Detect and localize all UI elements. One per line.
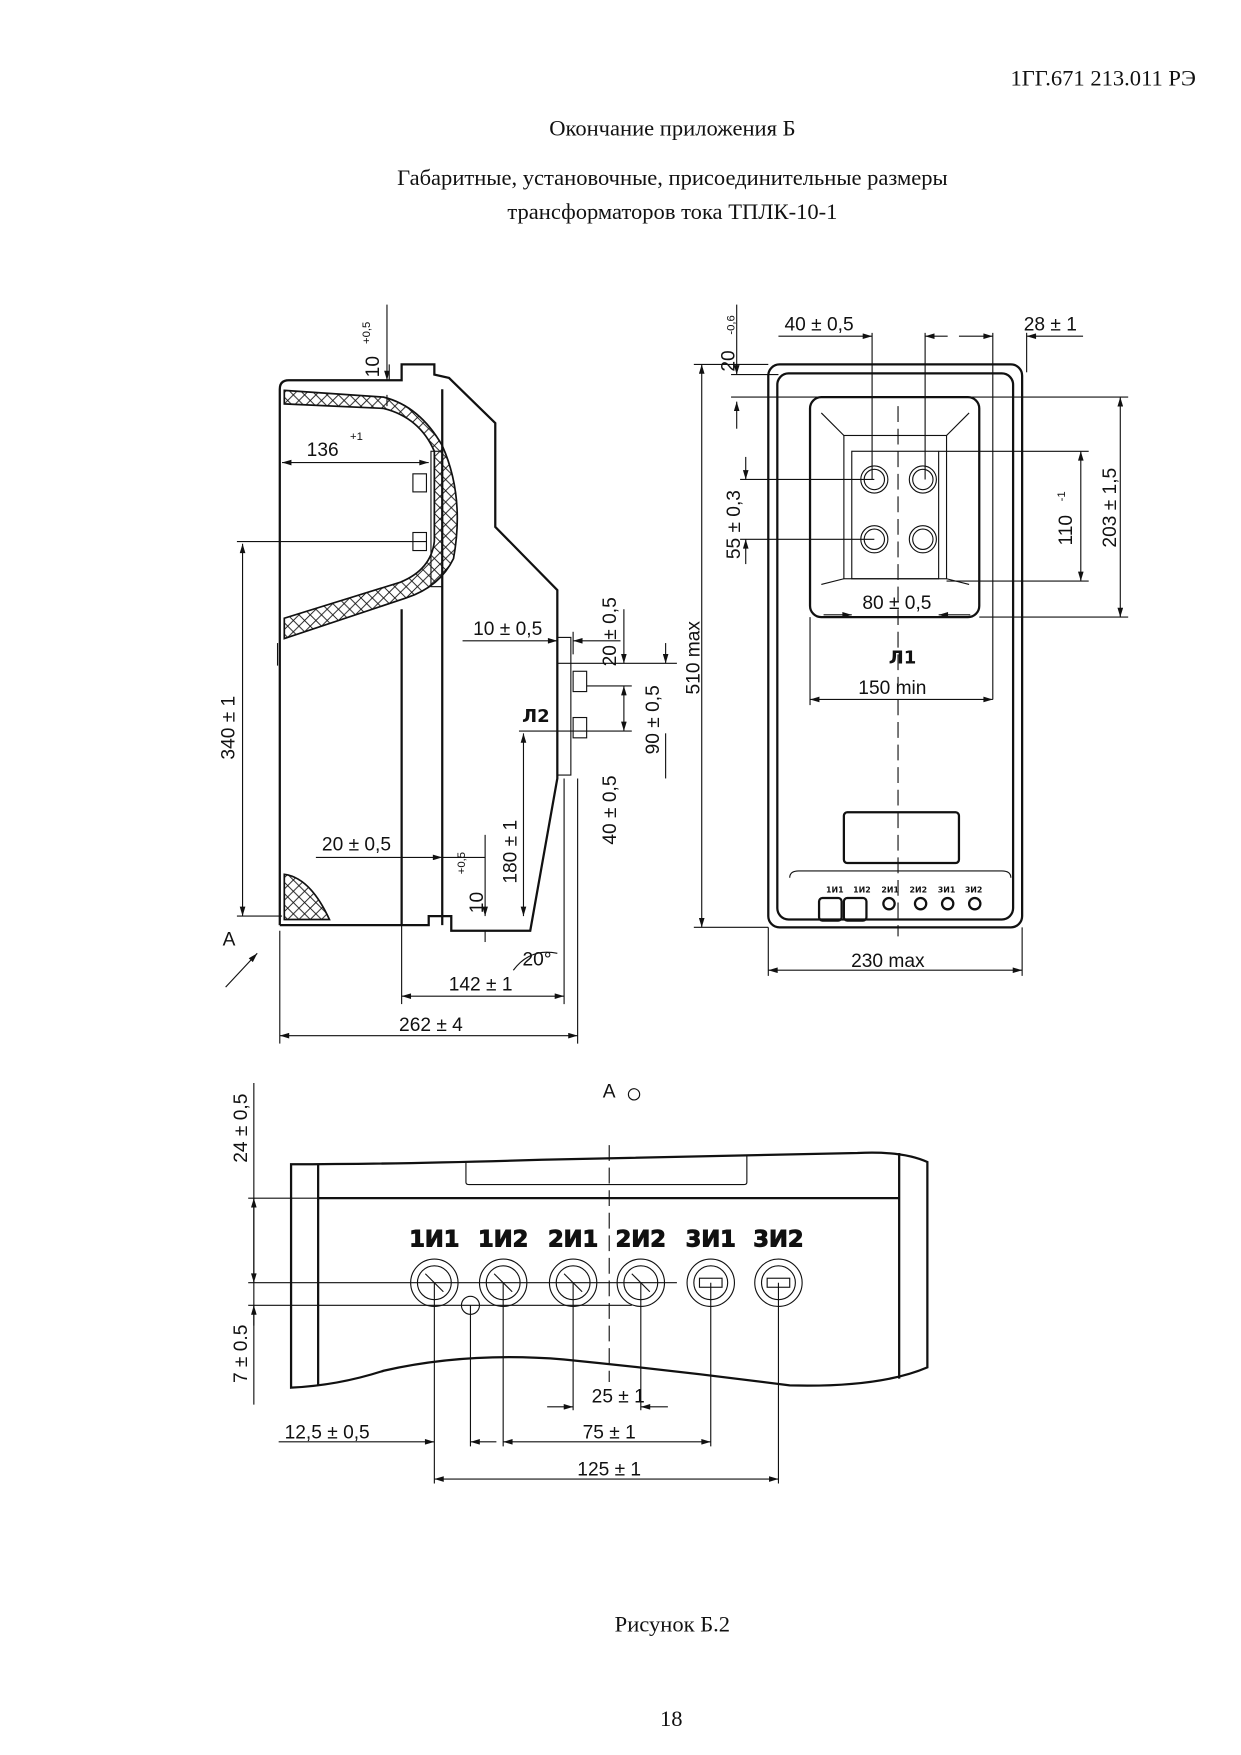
dim-75: 75 ± 1 — [583, 1422, 636, 1443]
view-a-label: А — [603, 1082, 616, 1103]
angle-label: 20° — [523, 950, 552, 971]
dim-top-10: 10 — [363, 356, 384, 377]
dim-510: 510 max — [683, 621, 704, 695]
view-marker-a: А — [223, 929, 236, 950]
front-terminal-label: 1И2 — [853, 885, 871, 894]
bottom-terminals — [410, 1258, 803, 1315]
front-view-labels: 40 ± 0,5 28 ± 1 20 -0,6 510 max 55 ± 0,3… — [683, 315, 1120, 972]
front-view-drawing — [693, 304, 1129, 976]
dim-20-05-horizontal: 20 ± 0,5 — [322, 835, 391, 856]
dim-28: 28 ± 1 — [1024, 315, 1077, 336]
document-code: 1ГГ.671 213.011 РЭ — [1010, 66, 1195, 91]
side-view-drawing — [225, 304, 677, 1044]
dim-55: 55 ± 0,3 — [724, 490, 745, 559]
dim-340: 340 ± 1 — [219, 696, 240, 760]
bottom-terminal-label: 1И2 — [478, 1227, 528, 1253]
dim-40-front: 40 ± 0,5 — [785, 315, 854, 336]
front-terminal-label: 2И2 — [910, 885, 928, 894]
front-terminal-label: 1И1 — [826, 885, 844, 894]
dim-12-5: 12,5 ± 0,5 — [285, 1422, 370, 1443]
side-view-labels: 10 +0,5 136 +1 340 ± 1 10 ± 0,5 20 ± 0,5… — [219, 322, 664, 1036]
front-terminal-label: 2И1 — [881, 885, 899, 894]
front-terminal-label: 3И1 — [938, 885, 956, 894]
dim-bottom-10: 10 — [467, 892, 488, 913]
dim-230: 230 max — [851, 951, 925, 972]
bottom-view-drawing — [248, 1083, 929, 1484]
dim-20-front-tolerance: -0,6 — [725, 315, 737, 334]
figure-title-line1: Габаритные, установочные, присоединитель… — [397, 165, 948, 190]
dim-136-tolerance: +1 — [350, 431, 363, 443]
dim-150: 150 min — [858, 678, 926, 699]
figure-caption: Рисунок Б.2 — [615, 1611, 730, 1636]
dim-180: 180 ± 1 — [501, 820, 522, 884]
bottom-view-labels: А 24 ± 0,5 7 ± 0.5 25 ± 1 12,5 ± 0,5 75 … — [231, 1082, 804, 1481]
dim-bottom-10-tolerance: +0,5 — [456, 852, 468, 874]
dim-110-tolerance: -1 — [1056, 491, 1068, 501]
dim-136: 136 — [307, 440, 339, 461]
bottom-terminal-label: 3И2 — [753, 1227, 803, 1253]
dim-80: 80 ± 0,5 — [862, 593, 931, 614]
bottom-terminal-label: 2И1 — [548, 1227, 598, 1253]
dim-110: 110 — [1056, 515, 1077, 546]
bolt-top-right — [908, 465, 937, 494]
dim-125: 125 ± 1 — [577, 1460, 641, 1481]
terminal-label-l1: Л1 — [889, 647, 917, 668]
bolt-bottom-right — [908, 525, 937, 554]
terminal-label-l2: Л2 — [522, 706, 550, 727]
bottom-terminal-label: 1И1 — [409, 1227, 459, 1253]
dim-142: 142 ± 1 — [449, 975, 513, 996]
bottom-terminal-label: 2И2 — [616, 1227, 666, 1253]
bottom-terminal-label: 3И1 — [686, 1227, 736, 1253]
dim-90: 90 ± 0,5 — [643, 685, 664, 754]
dim-262: 262 ± 4 — [399, 1015, 463, 1036]
dim-203: 203 ± 1,5 — [1100, 468, 1121, 548]
figure-title-line2: трансформаторов тока ТПЛК-10-1 — [507, 199, 837, 224]
dim-24: 24 ± 0,5 — [231, 1094, 252, 1163]
dim-10-05: 10 ± 0,5 — [473, 619, 542, 640]
dim-20-front: 20 — [718, 350, 739, 371]
dim-25: 25 ± 1 — [592, 1386, 645, 1407]
dim-20-05-vertical: 20 ± 0,5 — [600, 597, 621, 666]
dim-40: 40 ± 0,5 — [600, 775, 621, 844]
dim-7: 7 ± 0.5 — [231, 1325, 252, 1383]
appendix-title: Окончание приложения Б — [549, 115, 795, 140]
page-number: 18 — [660, 1706, 683, 1731]
front-terminal-label: 3И2 — [965, 885, 983, 894]
dim-top-10-tolerance: +0,5 — [361, 322, 373, 344]
